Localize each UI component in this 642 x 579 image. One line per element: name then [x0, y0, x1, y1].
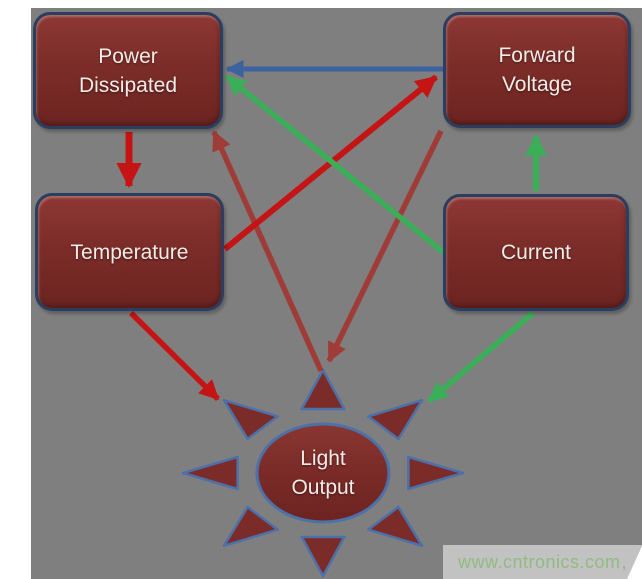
node-temperature: Temperature	[35, 193, 224, 311]
edge-current-to-light-output	[427, 310, 535, 404]
node-label-line: Forward	[498, 44, 576, 67]
node-current: Current	[443, 194, 629, 311]
node-forward-voltage: Forward Voltage	[443, 12, 631, 128]
node-label-line: Dissipated	[78, 73, 178, 97]
node-label-line: Output	[291, 476, 355, 499]
light-output-sun	[181, 368, 465, 578]
edge-arrows	[116, 59, 547, 404]
sun-ray-sw	[222, 505, 279, 548]
sun-ray-e	[407, 455, 465, 491]
sun-ray-w	[181, 455, 239, 491]
sun-ray-nw	[222, 398, 279, 441]
watermark-suffix: ,	[621, 551, 628, 572]
edge-forward-voltage-to-light-output	[326, 129, 444, 363]
node-label-line: Temperature	[70, 240, 189, 264]
node-label-line: Power	[98, 44, 158, 68]
node-light-output-label: Light Output	[258, 444, 388, 502]
edge-current-to-power-dissipated	[225, 74, 445, 255]
edge-light-output-to-power-dissipated	[211, 130, 324, 373]
node-label-line: Voltage	[501, 73, 573, 96]
sun-ray-n	[300, 368, 346, 411]
sun-ray-ne	[367, 398, 424, 441]
node-label-line: Light	[300, 447, 346, 470]
sun-ray-s	[300, 535, 346, 578]
sun-ellipse	[255, 422, 391, 524]
edge-temperature-to-light-output	[129, 311, 220, 401]
watermark-band: www.cntronics.com ,	[443, 545, 642, 579]
watermark-text: www.cntronics.com	[457, 551, 621, 572]
node-label-line: Current	[500, 241, 572, 264]
corner-wedge	[627, 546, 642, 579]
sun-ray-se	[367, 505, 424, 548]
node-power-dissipated: Power Dissipated	[33, 12, 223, 129]
